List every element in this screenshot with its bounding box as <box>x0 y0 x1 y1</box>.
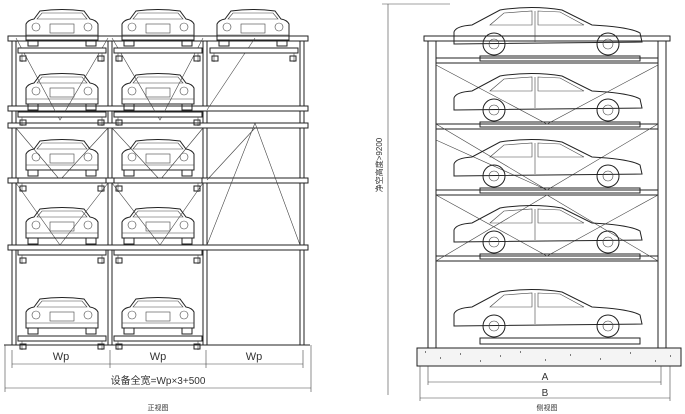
side-dimensions: A B <box>419 366 671 401</box>
side-view: 净空高度>9200 <box>374 3 682 412</box>
front-frame <box>4 35 310 346</box>
side-frame <box>423 35 671 349</box>
dimension-a-label: A <box>542 372 549 383</box>
dimension-b-label: B <box>542 388 549 399</box>
clear-height-label: 净空高度>9200 <box>374 137 384 192</box>
bay-width-label-3: Wp <box>246 351 263 363</box>
height-dimension: 净空高度>9200 <box>374 3 450 395</box>
front-view: Wp Wp Wp 设备全宽=Wp×3+500 正视图 <box>4 9 312 412</box>
bay-width-label-1: Wp <box>53 351 70 363</box>
front-view-title: 正视图 <box>148 403 169 412</box>
bay-width-label-2: Wp <box>150 351 167 363</box>
side-view-title: 侧视图 <box>537 403 558 412</box>
total-width-label: 设备全宽=Wp×3+500 <box>111 374 206 387</box>
front-dimensions: Wp Wp Wp 设备全宽=Wp×3+500 <box>4 345 312 392</box>
concrete-foundation <box>416 347 682 367</box>
side-cars <box>453 7 643 345</box>
